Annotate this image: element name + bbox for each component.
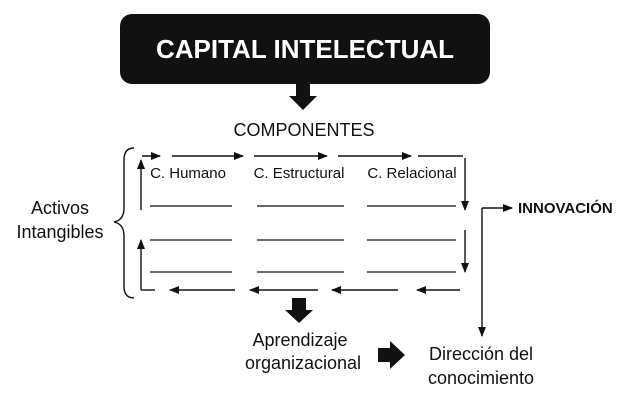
component-relacional: C. Relacional [367,165,456,182]
innovation-label: INNOVACIÓN [518,199,613,217]
grid-lines [150,205,456,273]
learning-label-line2: organizacional [245,353,361,373]
intangibles-label: Intangibles [16,222,103,242]
activos-label: Activos [31,198,89,218]
title-text: CAPITAL INTELECTUAL [156,34,454,64]
knowledge-right-arrow [378,341,405,369]
title-down-arrow [289,84,317,110]
components-label: COMPONENTES [233,120,374,140]
innovation-connector [478,204,513,337]
knowledge-label-line2: conocimiento [428,368,534,388]
title-box [120,14,490,84]
knowledge-label-line1: Dirección del [429,344,533,364]
component-humano: C. Humano [150,165,226,182]
learning-down-arrow [285,298,313,323]
learning-label-line1: Aprendizaje [252,330,347,350]
left-brace [113,147,135,299]
component-estructural: C. Estructural [254,165,345,182]
